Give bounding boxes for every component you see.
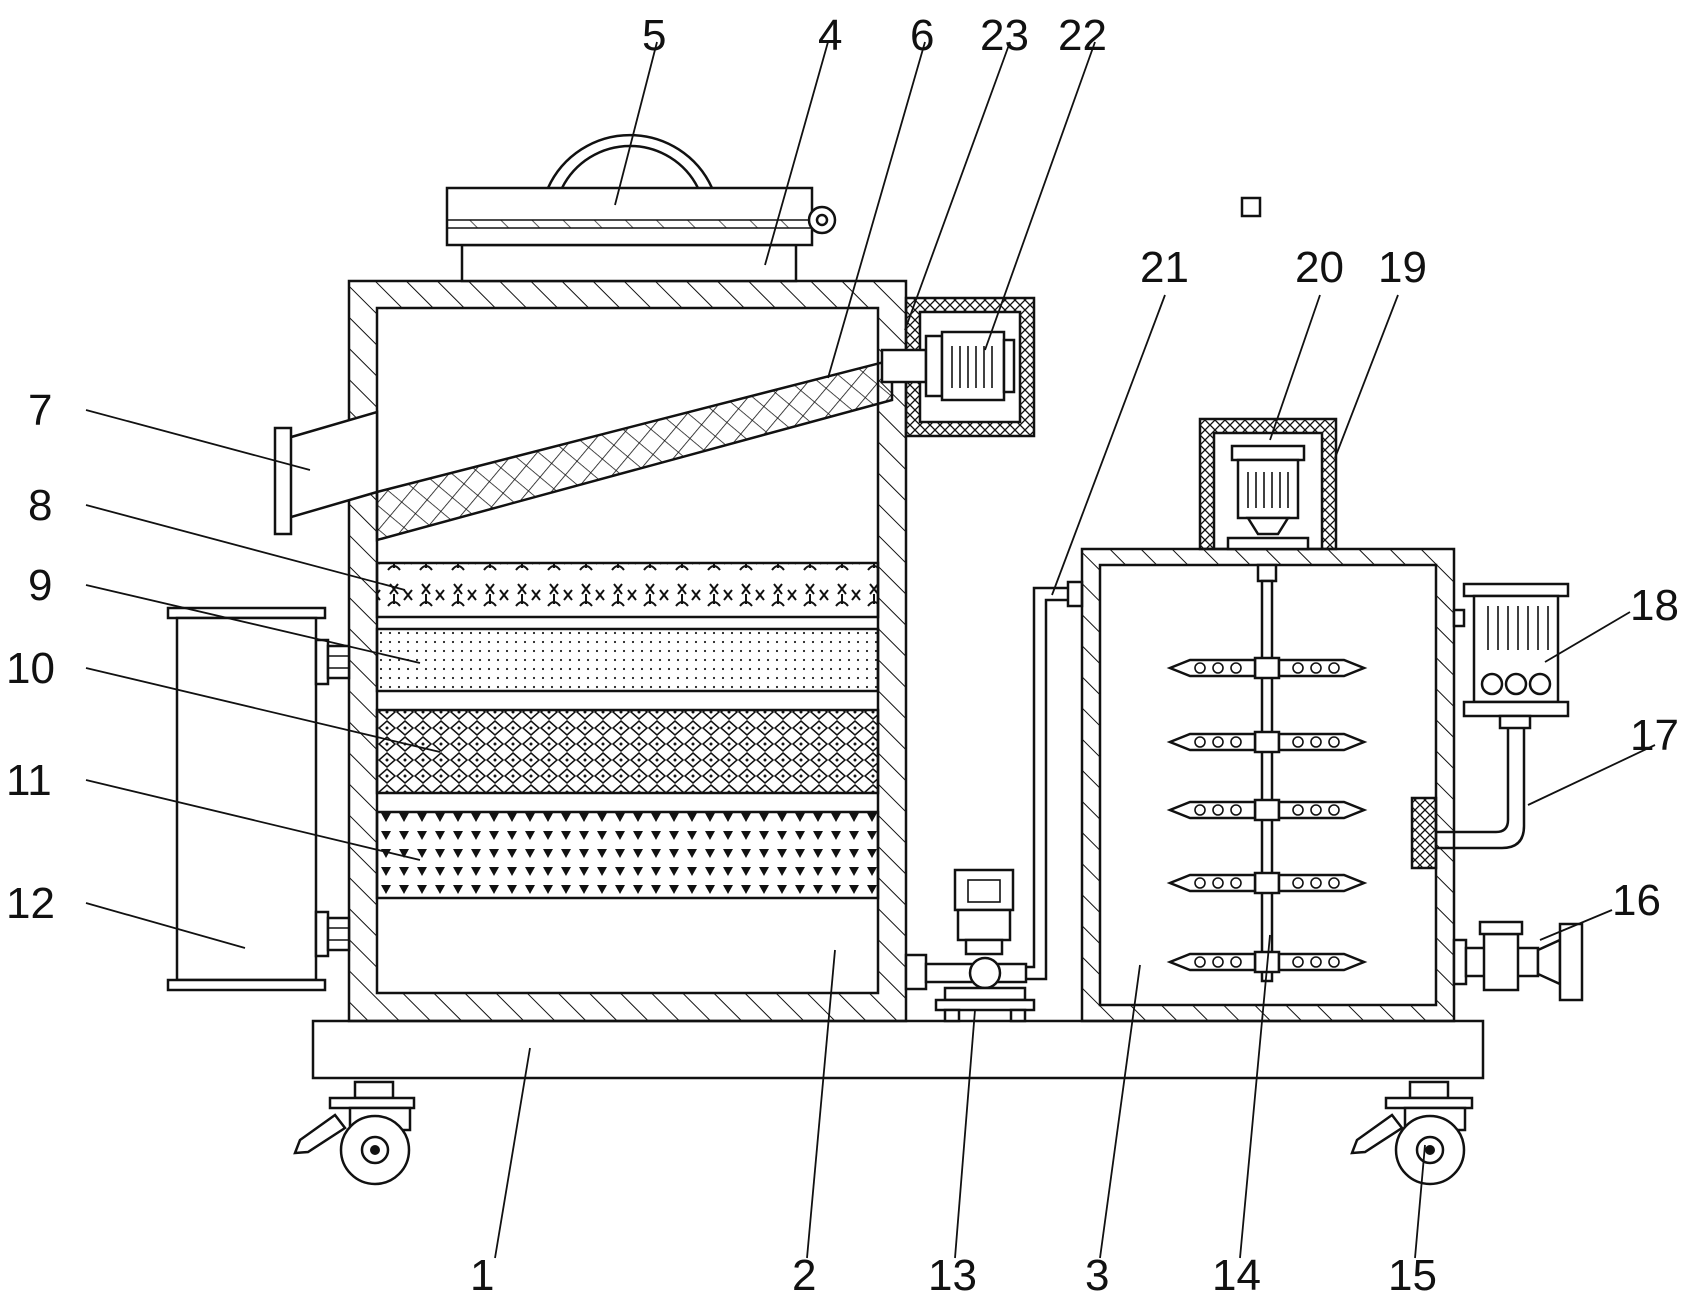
label-11: 11: [6, 756, 52, 805]
dosing-pipe: [1410, 714, 1532, 870]
inclined-screen: [375, 358, 894, 542]
label-16: 16: [1612, 876, 1661, 925]
label-8: 8: [28, 481, 52, 530]
leader-lines: [85, 41, 1656, 1259]
discharge-chute: [273, 410, 379, 536]
label-18: 18: [1630, 581, 1679, 630]
reference-numerals: 1 2 3 4 5 6 7 8 9 10 11 12 13 14 15 16 1…: [6, 11, 1679, 1292]
label-15: 15: [1388, 1251, 1437, 1292]
return-pipe: [1066, 580, 1084, 608]
stirring-motor: [1226, 444, 1310, 551]
label-17: 17: [1630, 711, 1679, 760]
label-12: 12: [6, 879, 55, 928]
stirring-paddles: [1166, 656, 1368, 974]
filter-layer-10: [375, 708, 880, 795]
left-caster: [293, 1080, 416, 1186]
label-19: 19: [1378, 243, 1427, 292]
right-caster: [1350, 1080, 1474, 1186]
label-7: 7: [28, 386, 52, 435]
label-1: 1: [470, 1251, 494, 1292]
label-3: 3: [1085, 1251, 1109, 1292]
label-14: 14: [1212, 1251, 1261, 1292]
feed-inlet-neck: [460, 243, 798, 283]
outlet-valve: [1452, 920, 1584, 1002]
vibration-motor-housing: [904, 296, 1036, 438]
filter-layer-9: [375, 627, 880, 693]
side-cartridge: [166, 606, 351, 992]
dosing-unit: [1452, 582, 1570, 718]
label-23: 23: [980, 11, 1029, 60]
lid-cover: [445, 133, 837, 247]
label-5: 5: [642, 11, 666, 60]
transfer-pump: [904, 586, 1068, 1023]
vibration-motor: [880, 330, 1016, 402]
filter-layer-8: [375, 561, 880, 619]
stirring-shaft: [1256, 563, 1278, 983]
label-21: 21: [1140, 243, 1189, 292]
label-4: 4: [818, 11, 842, 60]
marker-square: [1240, 196, 1262, 218]
label-9: 9: [28, 561, 52, 610]
label-2: 2: [792, 1251, 816, 1292]
label-6: 6: [910, 11, 934, 60]
filter-layer-11: [375, 810, 880, 900]
base-plate: [311, 1019, 1485, 1080]
label-10: 10: [6, 644, 55, 693]
label-13: 13: [928, 1251, 977, 1292]
label-20: 20: [1295, 243, 1344, 292]
stirring-motor-housing: [1198, 417, 1338, 551]
label-22: 22: [1058, 11, 1107, 60]
